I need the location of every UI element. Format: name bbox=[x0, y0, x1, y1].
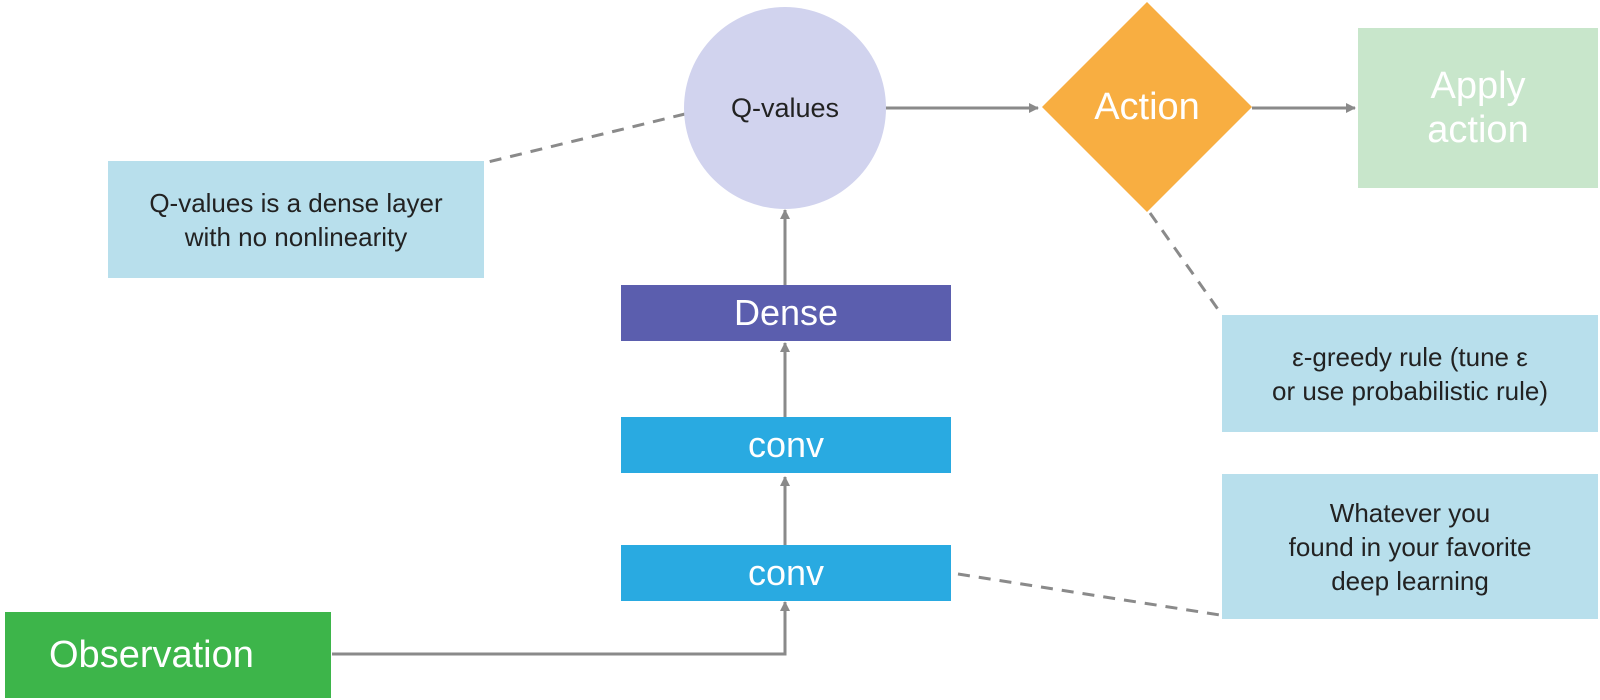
q-values-note: Q-values is a dense layer with no nonlin… bbox=[108, 161, 484, 278]
observation-node: Observation bbox=[5, 612, 331, 698]
conv-note-text: Whatever you found in your favorite deep… bbox=[1288, 497, 1532, 596]
apply-action-node: Apply action bbox=[1358, 28, 1598, 188]
action-node bbox=[1042, 2, 1252, 212]
q-values-node bbox=[684, 7, 886, 209]
q-values-label: Q-values bbox=[730, 92, 840, 123]
dashed-connector-qvalues-note bbox=[487, 112, 686, 164]
observation-label: Observation bbox=[49, 633, 254, 676]
dashed-connector-action-note bbox=[1148, 212, 1224, 316]
conv-layer-top: conv bbox=[621, 417, 951, 473]
conv-layer-bottom: conv bbox=[621, 545, 951, 601]
dense-layer: Dense bbox=[621, 285, 951, 341]
conv-top-label: conv bbox=[747, 424, 825, 465]
conv-note: Whatever you found in your favorite deep… bbox=[1222, 474, 1598, 619]
egreedy-note: ε-greedy rule (tune ε or use probabilist… bbox=[1222, 315, 1598, 432]
apply-action-label: Apply action bbox=[1427, 65, 1529, 151]
conv-bottom-label: conv bbox=[747, 552, 825, 593]
dashed-connector-conv-note bbox=[957, 572, 1221, 617]
q-values-note-text: Q-values is a dense layer with no nonlin… bbox=[149, 187, 443, 252]
action-label: Action bbox=[1094, 85, 1200, 128]
egreedy-note-text: ε-greedy rule (tune ε or use probabilist… bbox=[1271, 341, 1548, 406]
arrow-observation-to-conv bbox=[332, 601, 790, 656]
dense-label: Dense bbox=[733, 292, 839, 333]
